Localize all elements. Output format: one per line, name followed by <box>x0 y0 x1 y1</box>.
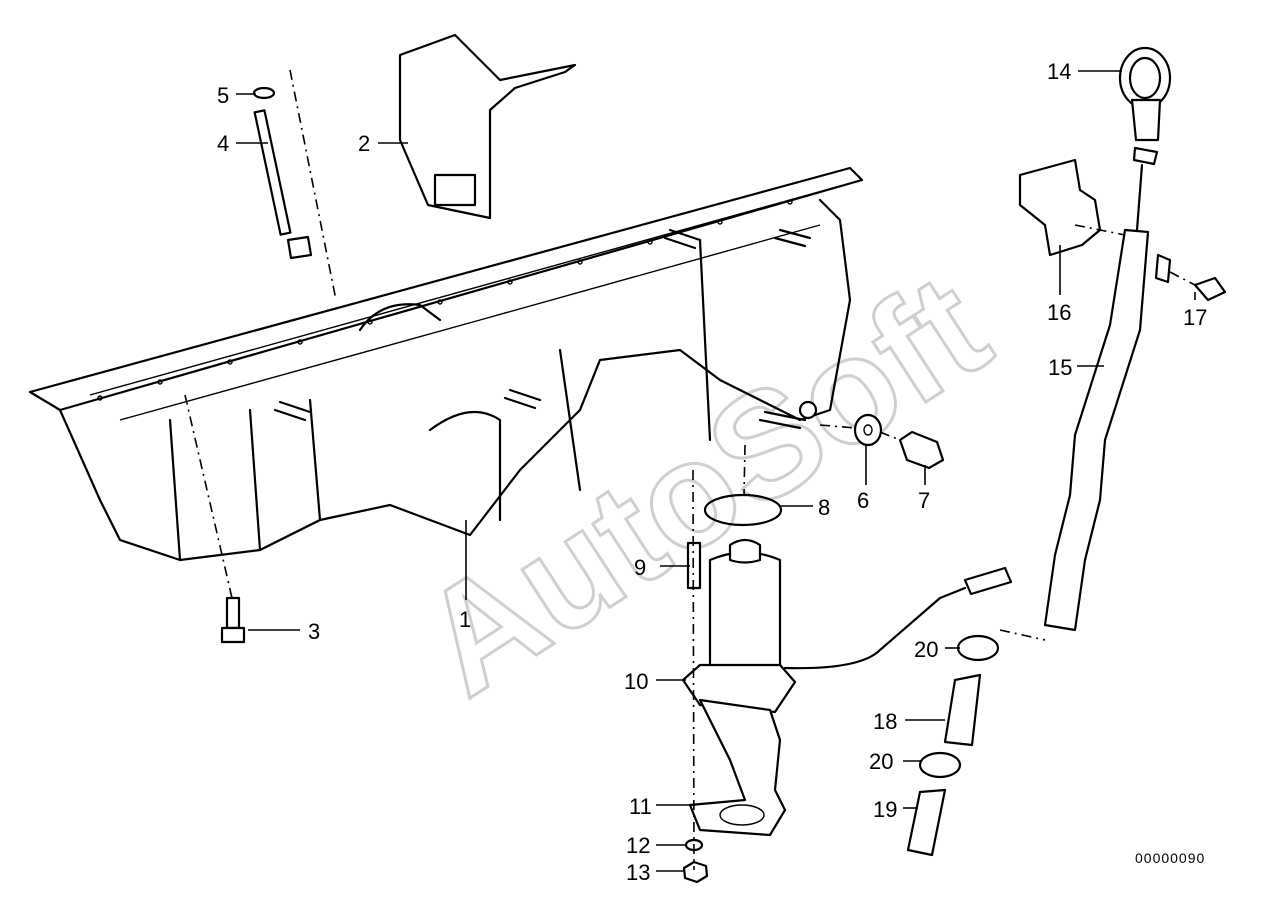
long-bolt <box>252 86 313 260</box>
callout-1: 1 <box>459 607 471 632</box>
oil-pan <box>28 166 864 562</box>
document-number: 00000090 <box>1135 850 1205 866</box>
callout-20-lower: 20 <box>869 749 893 774</box>
washer-and-plug <box>853 413 945 470</box>
callout-19: 19 <box>873 797 897 822</box>
bolt-small <box>1193 276 1227 302</box>
oil-pickup <box>688 698 787 837</box>
callout-3: 3 <box>308 619 320 644</box>
callout-2: 2 <box>358 131 370 156</box>
callout-15: 15 <box>1048 355 1072 380</box>
callout-16: 16 <box>1047 300 1071 325</box>
callout-5: 5 <box>217 83 229 108</box>
dipstick <box>1118 46 1172 232</box>
callout-13: 13 <box>626 860 650 885</box>
callout-7: 7 <box>918 488 930 513</box>
callout-11: 11 <box>629 794 652 819</box>
callout-12: 12 <box>626 833 650 858</box>
hose-connector <box>906 788 947 857</box>
callout-10: 10 <box>624 669 648 694</box>
callout-20-upper: 20 <box>914 637 938 662</box>
oil-level-sensor <box>681 538 1013 714</box>
o-ring <box>703 493 783 527</box>
leader-lines <box>236 70 1196 872</box>
hose <box>943 673 982 747</box>
callout-17: 17 <box>1183 305 1207 330</box>
hex-nut <box>682 860 709 884</box>
assembly-lines <box>184 69 1196 871</box>
heat-shield <box>398 33 577 220</box>
bolt-m8 <box>220 596 246 644</box>
dipstick-guide-tube <box>1043 228 1150 632</box>
callout-8: 8 <box>818 495 830 520</box>
callout-labels: 1 2 3 4 5 6 7 8 9 10 11 12 13 14 15 16 1… <box>217 59 1207 885</box>
callout-6: 6 <box>857 488 869 513</box>
callout-18: 18 <box>873 709 897 734</box>
callout-9: 9 <box>634 555 646 580</box>
bracket <box>1018 158 1102 257</box>
callout-4: 4 <box>217 131 229 156</box>
callout-14: 14 <box>1047 59 1071 84</box>
